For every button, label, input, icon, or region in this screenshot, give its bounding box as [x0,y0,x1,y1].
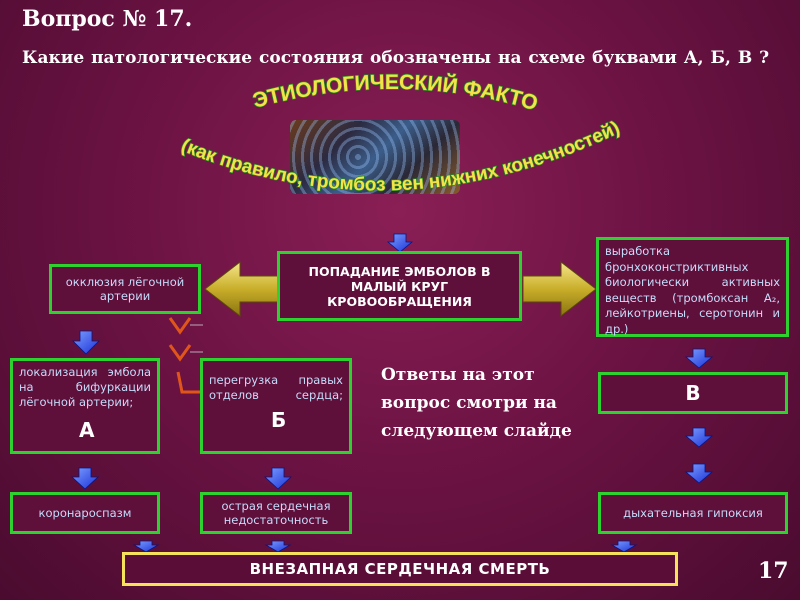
etiology-image [290,120,460,194]
blue-arrow-right-1 [684,348,714,369]
emboli-entry-box: ПОПАДАНИЕ ЭМБОЛОВ В МАЛЫЙ КРУГ КРОВООБРА… [277,251,522,321]
answer-note: Ответы на этот вопрос смотри на следующе… [381,365,572,441]
hypoxia-box: дыхательная гипоксия [598,492,788,534]
blue-arrow-mid-3 [264,540,292,553]
page-number: 17 [758,558,789,584]
slide-title: Вопрос № 17. [22,6,193,32]
occlusion-text: окклюзия лёгочной артерии [65,275,185,303]
emboli-entry-text: ПОПАДАНИЕ ЭМБОЛОВ В МАЛЫЙ КРУГ КРОВООБРА… [308,263,491,309]
blue-arrow-right-2 [684,427,714,448]
occlusion-box: окклюзия лёгочной артерии [49,264,201,314]
overload-text: перегрузка правых отделов сердца; [209,373,343,402]
blue-arrow-left-1 [72,330,100,355]
letter-a: А [79,418,95,442]
blue-arrow-right-3 [684,463,714,484]
hypoxia-text: дыхательная гипоксия [623,506,763,520]
blue-arrow-top [386,233,414,253]
overload-box: перегрузка правых отделов сердца; Б [200,358,352,454]
localization-text: локализация эмбола на бифуркации лёгочно… [19,365,151,409]
bronchoconstrictor-text: выработка бронхоконстриктивных биологиче… [605,244,780,336]
blue-arrow-right-4 [610,540,638,553]
bronchoconstrictor-box: выработка бронхоконстриктивных биологиче… [596,237,789,337]
gold-arrow-left [204,260,279,318]
gold-arrow-right [522,260,597,318]
coronaro-text: коронароспазм [38,506,132,520]
letter-b: Б [271,408,287,432]
heart-failure-box: острая сердечная недостаточность [200,492,352,534]
question-text: Какие патологические состояния обозначен… [22,48,770,68]
blue-arrow-mid-2 [263,467,293,490]
blue-arrow-left-3 [132,540,160,553]
coronaro-box: коронароспазм [10,492,160,534]
v-box: В [598,372,788,414]
orange-arrows [168,317,200,394]
localization-box: локализация эмбола на бифуркации лёгочно… [10,358,160,454]
letter-v: В [685,381,701,405]
blue-arrow-left-2 [70,467,100,490]
sudden-death-text: ВНЕЗАПНАЯ СЕРДЕЧНАЯ СМЕРТЬ [249,560,551,578]
heart-failure-text: острая сердечная недостаточность [221,499,331,527]
sudden-death-box: ВНЕЗАПНАЯ СЕРДЕЧНАЯ СМЕРТЬ [122,552,678,586]
